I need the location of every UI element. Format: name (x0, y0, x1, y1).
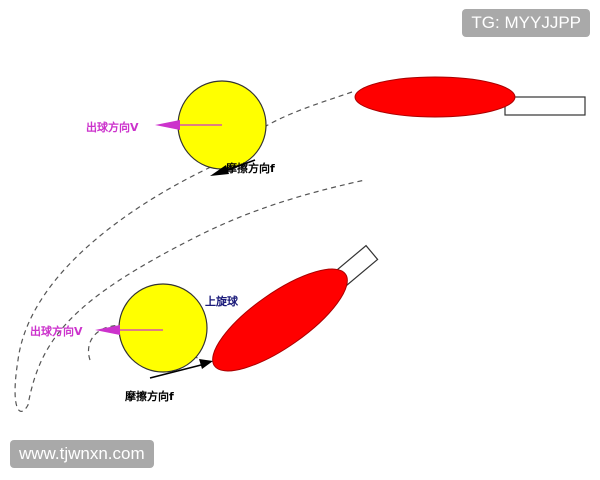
tg-watermark-badge: TG: MYYJJPP (462, 9, 590, 37)
bottom-launch-arrow-icon (95, 325, 120, 335)
bottom-ball (118, 283, 208, 373)
top-friction-arrow-icon (210, 165, 229, 176)
top-paddle-blade (354, 76, 516, 118)
top-paddle-handle (504, 96, 586, 116)
top-friction-label: 摩擦方向f (226, 161, 275, 175)
top-launch-arrow-icon (155, 120, 180, 130)
site-watermark-badge: www.tjwnxn.com (10, 440, 154, 468)
bottom-launch-label: 出球方向V (30, 324, 83, 338)
bottom-paddle-blade (212, 268, 348, 372)
bottom-friction-line (149, 363, 206, 379)
bottom-friction-arrow-icon (199, 359, 213, 369)
bottom-spin-label: 上旋球 (205, 294, 239, 308)
top-launch-label: 出球方向V (86, 120, 139, 134)
bottom-friction-label: 摩擦方向f (125, 389, 174, 403)
